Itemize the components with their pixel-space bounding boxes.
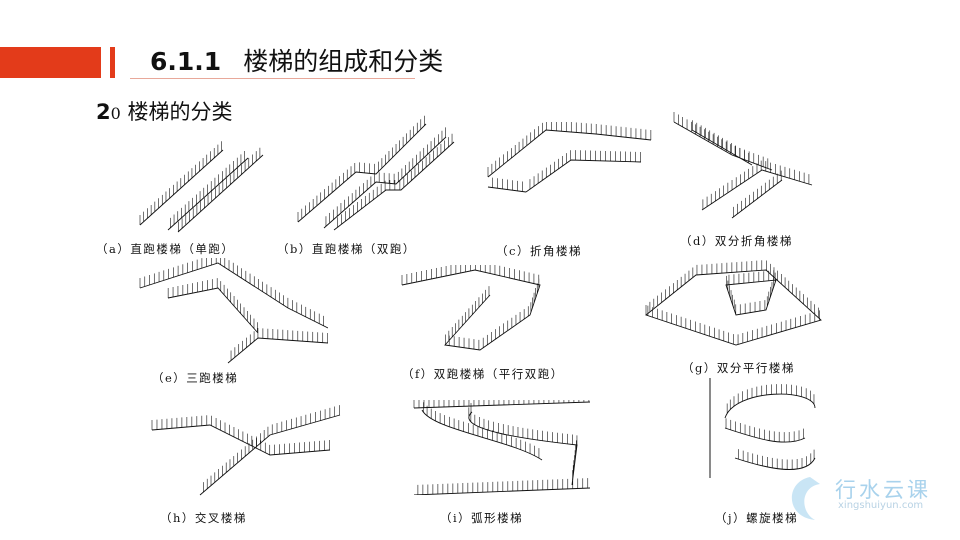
figure-caption-a: （a）直跑楼梯（单跑） [96, 242, 235, 256]
watermark-url: xingshuiyun.com [838, 500, 924, 511]
figure-caption-h: （h）交叉楼梯 [160, 511, 247, 525]
header-accent-divider [110, 47, 115, 78]
subtitle-text: 楼梯的分类 [127, 100, 233, 124]
figure-caption-e: （e）三跑楼梯 [152, 371, 239, 385]
figure-caption-c: （c）折角楼梯 [496, 244, 582, 258]
title-text: 楼梯的组成和分类 [243, 47, 444, 76]
straight-single-flight-stair-icon [138, 130, 268, 235]
section-number: 6.1.1 [150, 47, 222, 76]
parallel-double-flight-stair-icon [400, 265, 545, 355]
double-split-parallel-stair-icon [636, 250, 826, 350]
subtitle-number: 2 [96, 100, 111, 124]
page-title: 6.1.1 楼梯的组成和分类 [150, 42, 443, 78]
watermark-wave-icon [791, 477, 820, 520]
cross-stair-icon [150, 385, 350, 500]
figure-caption-f: （f）双跑楼梯（平行双跑） [402, 367, 564, 381]
figure-caption-i: （i）弧形楼梯 [440, 511, 524, 525]
subtitle-marker: 0 [110, 104, 121, 123]
curved-stair-icon [412, 400, 592, 495]
header-accent-bar [0, 47, 101, 78]
title-underline [130, 78, 415, 79]
figure-caption-j: （j）螺旋楼梯 [715, 511, 799, 525]
figure-caption-b: （b）直跑楼梯（双跑） [277, 242, 416, 256]
angled-stair-icon [486, 122, 656, 197]
section-subtitle: 20 楼梯的分类 [96, 96, 233, 126]
spiral-stair-icon [705, 378, 825, 498]
straight-double-flight-stair-icon [296, 112, 456, 234]
three-flight-stair-icon [138, 258, 328, 368]
double-split-angled-stair-icon [672, 110, 832, 220]
figure-caption-d: （d）双分折角楼梯 [680, 234, 793, 248]
watermark-brand: 行水云课 [835, 478, 931, 502]
figure-caption-g: （g）双分平行楼梯 [682, 361, 795, 375]
